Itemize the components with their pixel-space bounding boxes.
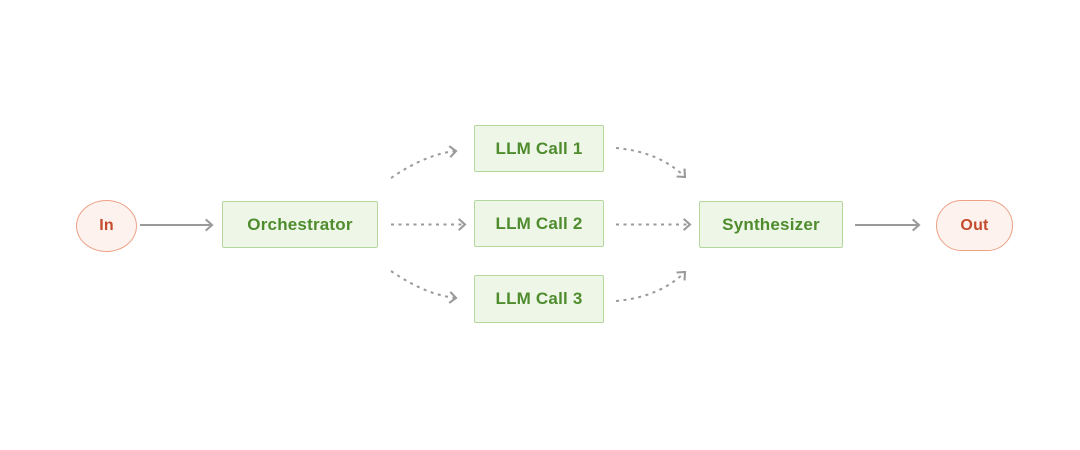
node-llm-call-1: LLM Call 1 [474, 125, 604, 172]
edge-orchestrator-to-llm1 [390, 145, 458, 179]
edge-llm1-to-synthesizer [615, 147, 687, 179]
node-orchestrator: Orchestrator [222, 201, 378, 248]
node-in: In [76, 200, 137, 252]
node-out-label: Out [960, 216, 989, 234]
node-llm-call-3-label: LLM Call 3 [495, 289, 583, 308]
node-llm-call-3: LLM Call 3 [474, 275, 604, 323]
node-orchestrator-label: Orchestrator [247, 214, 353, 234]
edge-llm3-to-synthesizer [615, 270, 687, 302]
node-synthesizer-label: Synthesizer [722, 214, 820, 234]
node-synthesizer: Synthesizer [699, 201, 843, 248]
node-llm-call-1-label: LLM Call 1 [495, 138, 583, 158]
node-llm-call-2: LLM Call 2 [474, 200, 604, 247]
edge-orchestrator-to-llm3 [390, 270, 458, 304]
node-in-label: In [99, 217, 114, 234]
node-out: Out [936, 200, 1013, 251]
node-llm-call-2-label: LLM Call 2 [495, 213, 583, 233]
